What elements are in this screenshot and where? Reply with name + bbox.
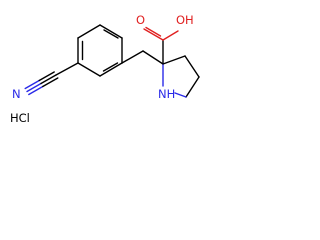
methylene-bond-2 bbox=[142, 50, 164, 65]
carboxylic-acid-group bbox=[143, 26, 179, 65]
ring-bond bbox=[77, 62, 101, 77]
ring-bond bbox=[185, 76, 200, 98]
ring-bond bbox=[99, 24, 123, 39]
nitrile-triple-bond-b bbox=[24, 79, 40, 90]
benzene-ring bbox=[77, 24, 123, 77]
ring-double-bond bbox=[103, 29, 119, 39]
carbonyl-double-bond-a bbox=[143, 28, 164, 41]
nitrile-triple-bond-c-c bbox=[42, 77, 59, 88]
ring-bond bbox=[162, 55, 186, 65]
nitrile-nitrogen-label: N bbox=[12, 87, 21, 101]
nitrile-triple-bond-b-c bbox=[38, 71, 55, 82]
ring-bond bbox=[99, 62, 123, 77]
hydroxyl-bond bbox=[162, 30, 179, 41]
ring-nitrogen-label: NH bbox=[158, 87, 175, 101]
hydroxyl-oxygen-label: OH bbox=[176, 13, 194, 27]
ring-bond-to-n bbox=[174, 92, 187, 98]
nitrile-triple-bond-a bbox=[26, 82, 42, 93]
nitrile-triple-bond-c bbox=[28, 85, 44, 96]
nitrile-triple-bond-a-c bbox=[40, 74, 57, 85]
nitrile-to-ring-bond bbox=[55, 62, 79, 76]
carbonyl-double-bond-b bbox=[145, 26, 162, 37]
methylene-bond bbox=[121, 50, 144, 64]
hcl-salt-label: HCl bbox=[10, 111, 30, 125]
ring-bond bbox=[184, 55, 200, 78]
carbonyl-oxygen-label: O bbox=[136, 13, 145, 27]
nitrile-group bbox=[24, 62, 79, 96]
pyrrolidine-ring bbox=[162, 55, 200, 98]
molecule-structure: N NH O OH HCl bbox=[10, 13, 200, 125]
ring-double-bond bbox=[102, 62, 119, 72]
ring-bond bbox=[77, 24, 101, 39]
